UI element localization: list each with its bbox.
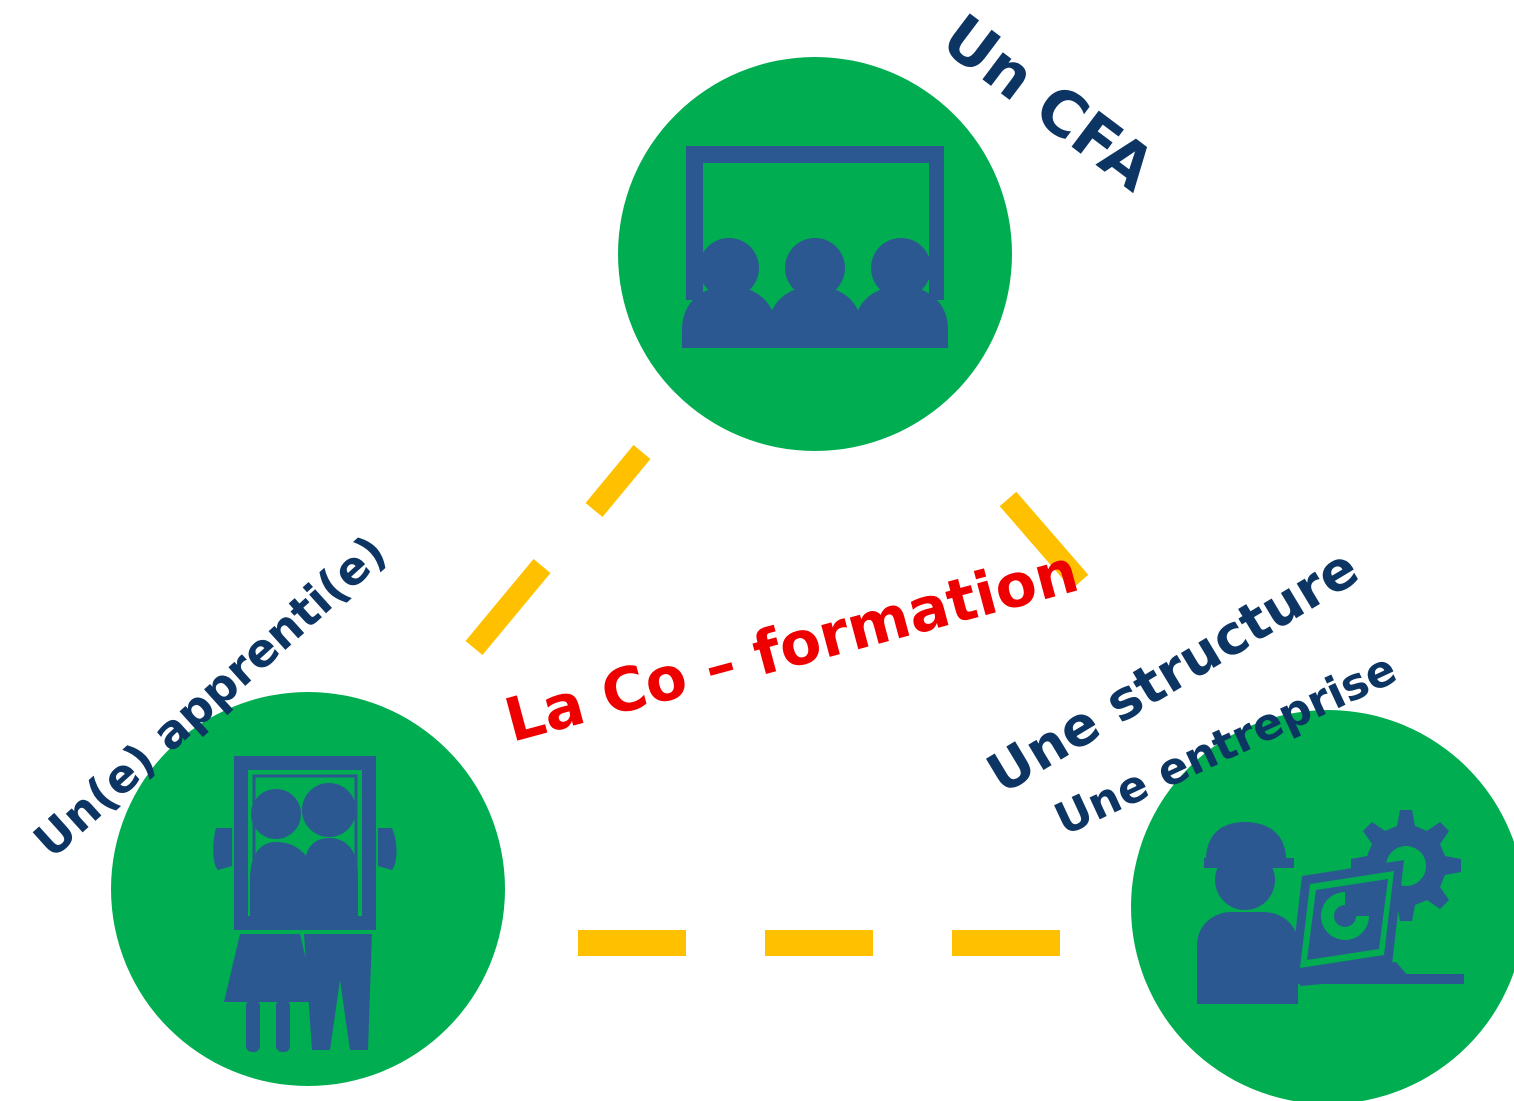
center-title: La Co – formation: [498, 536, 1086, 756]
node-apprenti: [111, 692, 505, 1086]
worker-computer-gear-icon: [1197, 810, 1464, 1004]
connector-dash: [465, 558, 551, 656]
connector-cfa-entreprise: [999, 491, 1089, 590]
classroom-audience-icon: [682, 146, 948, 348]
connector-dash: [765, 930, 873, 956]
connector-dash: [578, 930, 686, 956]
connector-dash: [585, 444, 651, 518]
connector-dash: [952, 930, 1060, 956]
connector-cfa-apprenti: [465, 444, 651, 656]
connector-apprenti-entreprise: [578, 930, 1060, 956]
node-entreprise: [1131, 710, 1514, 1101]
node-cfa: [618, 57, 1012, 451]
couple-portrait-icon: [213, 756, 397, 1052]
connector-dash: [999, 491, 1089, 590]
